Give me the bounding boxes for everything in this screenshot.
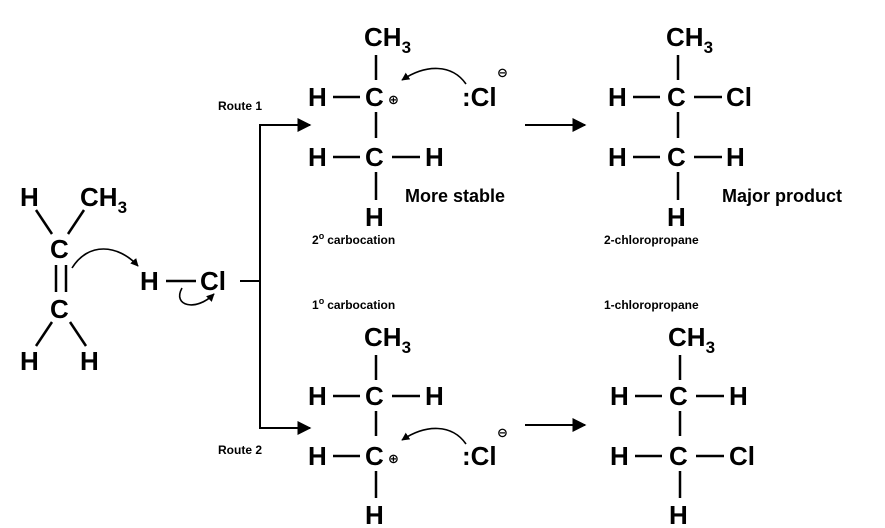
atom-h: H [729, 381, 748, 411]
methyl-group: CH3 [364, 322, 411, 357]
atom-h: H [610, 441, 629, 471]
atom-c: C [667, 82, 686, 112]
atom-c: C [50, 294, 69, 324]
atom-h: H [20, 346, 39, 376]
methyl-group: CH3 [668, 322, 715, 357]
anion-charge: ⊖ [497, 66, 508, 81]
product-name: 1-chloropropane [604, 298, 699, 312]
atom-cl: Cl [726, 82, 752, 112]
bond-line [66, 209, 86, 235]
atom-h: H [308, 441, 327, 471]
chloride-ion: :Cl [462, 441, 497, 471]
major-product-label: Major product [722, 186, 842, 206]
atom-h: H [425, 381, 444, 411]
route1-label: Route 1 [218, 99, 262, 113]
atom-c: C [365, 441, 384, 471]
cation-charge: ⊕ [388, 93, 399, 108]
atom-h: H [308, 82, 327, 112]
cation-charge: ⊕ [388, 452, 399, 467]
methyl-group: CH3 [364, 22, 411, 57]
hcl-molecule: H Cl [140, 266, 226, 296]
atom-h: H [610, 381, 629, 411]
atom-cl: Cl [729, 441, 755, 471]
atom-c: C [669, 381, 688, 411]
bond-line [34, 321, 54, 347]
route2-label: Route 2 [218, 443, 262, 457]
atom-h: H [726, 142, 745, 172]
atom-h: H [20, 182, 39, 212]
primary-carbocation: CH3 H C H H C ⊕ H [308, 322, 444, 528]
atom-h: H [308, 142, 327, 172]
atom-h: H [425, 142, 444, 172]
propene-molecule: H CH3 C C H H [20, 182, 127, 376]
nucleophile-attack-arrow [401, 427, 467, 445]
atom-h: H [308, 381, 327, 411]
electron-push-arrow [179, 287, 215, 306]
atom-c: C [365, 381, 384, 411]
chloride-ion: :Cl [462, 82, 497, 112]
electron-push-arrow [71, 248, 139, 269]
secondary-carbocation: CH3 H C ⊕ H C H H [308, 22, 444, 232]
atom-h: H [667, 202, 686, 232]
anion-charge: ⊖ [497, 426, 508, 441]
atom-cl: Cl [200, 266, 226, 296]
product-name: 2-chloropropane [604, 233, 699, 247]
atom-h: H [669, 500, 688, 528]
atom-h: H [608, 142, 627, 172]
product-2-chloropropane: CH3 H C Cl H C H H [608, 22, 752, 232]
atom-c: C [669, 441, 688, 471]
atom-h: H [140, 266, 159, 296]
product-1-chloropropane: CH3 H C H H C Cl H [610, 322, 755, 528]
atom-h: H [608, 82, 627, 112]
atom-c: C [365, 142, 384, 172]
atom-h: H [365, 202, 384, 232]
methyl-group: CH3 [666, 22, 713, 57]
bond-line [34, 209, 54, 235]
atom-h: H [80, 346, 99, 376]
bond-line [68, 321, 88, 347]
atom-h: H [365, 500, 384, 528]
atom-c: C [50, 234, 69, 264]
atom-c: C [667, 142, 686, 172]
atom-c: C [365, 82, 384, 112]
nucleophile-attack-arrow [401, 67, 467, 85]
stability-label: More stable [405, 186, 505, 206]
methyl-group: CH3 [80, 182, 127, 217]
